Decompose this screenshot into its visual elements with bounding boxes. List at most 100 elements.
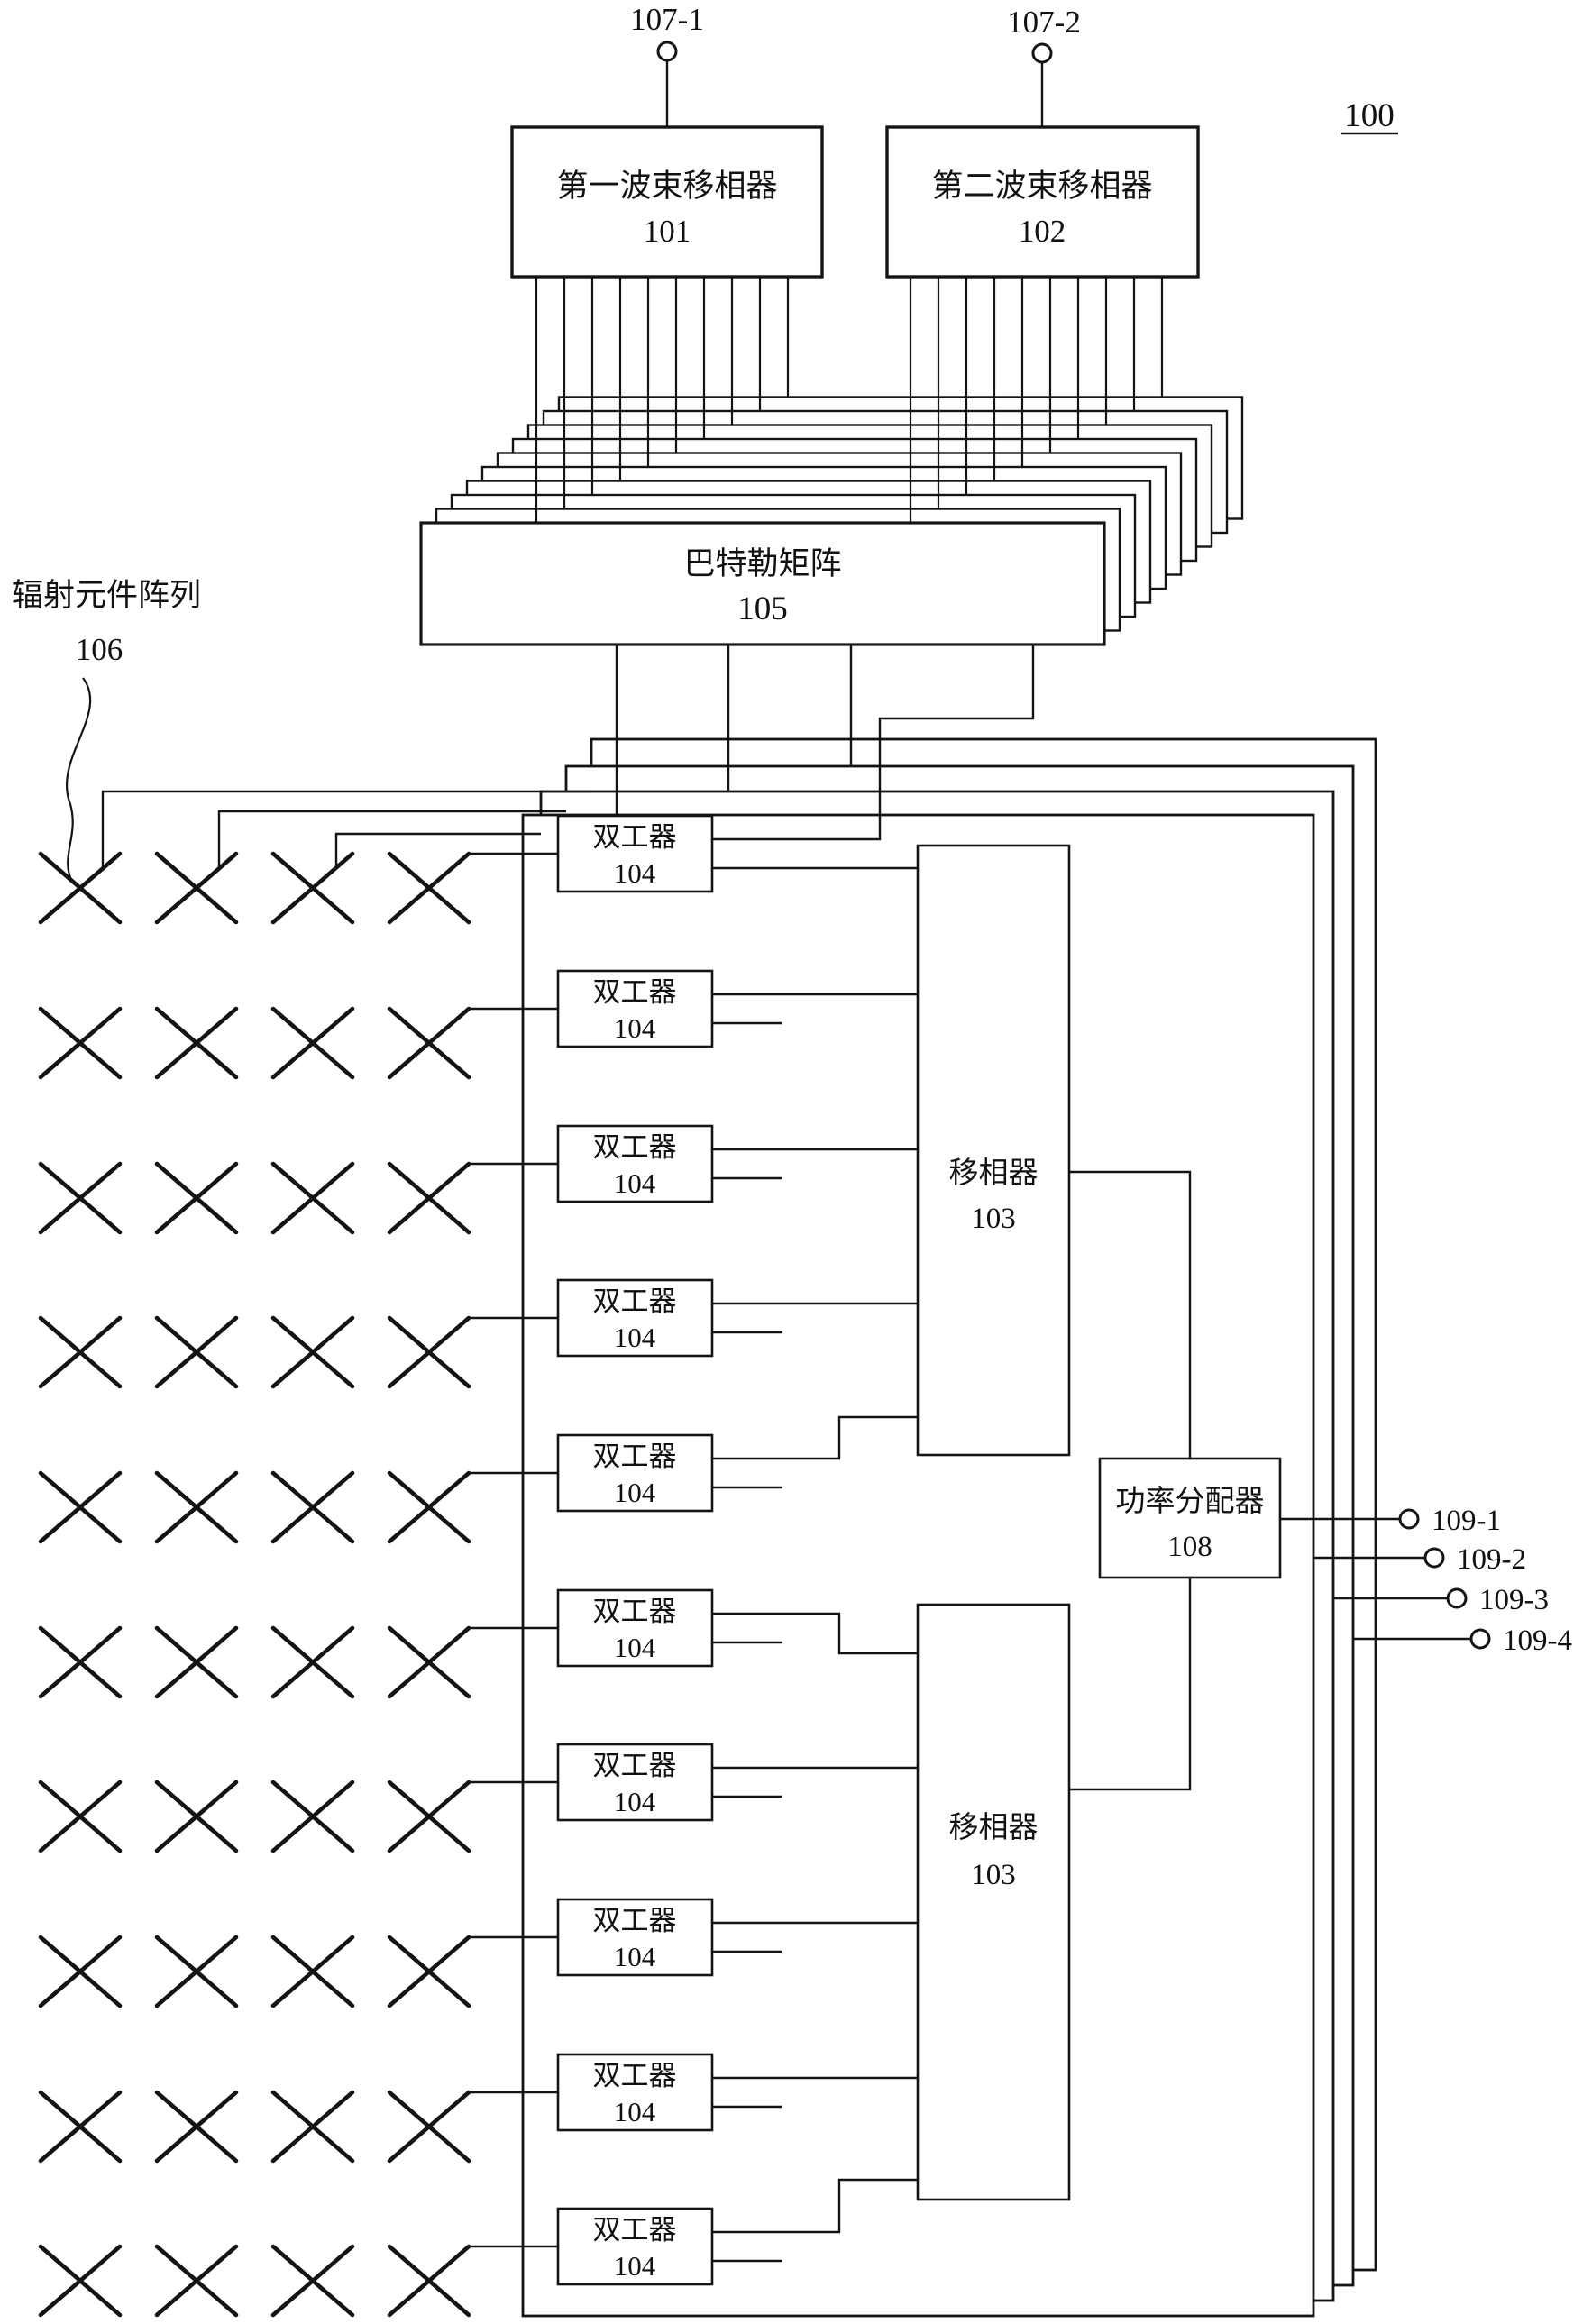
radiating-element-x (38, 1935, 123, 2008)
ps1-to-pd (1069, 1170, 1192, 1459)
duplexer-name: 双工器 (593, 976, 677, 1008)
antenna-bus-col3 (334, 832, 541, 867)
radiating-element-x (38, 1625, 123, 1699)
radiating-element-x (387, 2244, 471, 2318)
duplexer-name: 双工器 (593, 1441, 677, 1472)
duplexer-box (556, 1898, 714, 1977)
radiating-element-x (154, 2244, 239, 2318)
radiating-element-x (38, 1315, 123, 1389)
radiating-element-x (270, 2090, 355, 2164)
beam-shifter-1-box (510, 125, 824, 279)
radiating-element-x (38, 1470, 123, 1544)
duplexer-boxes: 双工器 104 双工器 104 双工器 104 双工器 104 双工器 104 双工器 104 双工器 1… (556, 814, 714, 2286)
port-109-1-label: 109-1 (1432, 1505, 1501, 1537)
butler-matrix-name: 巴特勒矩阵 (683, 546, 841, 581)
radiating-element-x (154, 851, 239, 925)
duplexer-box (556, 1588, 714, 1668)
radiating-element-x (387, 1935, 471, 2008)
power-divider-box (1098, 1457, 1282, 1579)
radiating-element-x (270, 1315, 355, 1389)
radiating-element-x (387, 1780, 471, 1853)
duplexer-name: 双工器 (593, 1131, 677, 1163)
labels: 107-1 107-2 100 第一波束移相器 101 第二波束移相器 102 … (12, 2, 1572, 1891)
duplexer-code: 104 (614, 2096, 656, 2127)
figure-ref-label: 100 (1344, 97, 1395, 134)
beam-shifter-output-lines (535, 277, 1164, 523)
radiating-element-x (387, 1625, 471, 1699)
pd-to-ps2 (1069, 1578, 1192, 1791)
radiating-element-x (154, 1315, 239, 1389)
duplexer-wiring (712, 866, 918, 2263)
duplexer-name: 双工器 (593, 1905, 677, 1936)
wiring (65, 61, 1471, 1791)
radiating-element-x (387, 851, 471, 925)
beam-shifter-2-box (885, 125, 1200, 279)
duplexer-code: 104 (614, 857, 656, 889)
radiating-element-x (38, 851, 123, 925)
duplexer-box (556, 2207, 714, 2286)
phase-shifter-2-name: 移相器 (949, 1811, 1039, 1844)
radiating-element-x (270, 1780, 355, 1853)
phase-shifter-1-box (916, 844, 1071, 1457)
phase-shifter-2-code: 103 (971, 1859, 1016, 1891)
radiating-element-x (38, 1161, 123, 1235)
port-109-3-label: 109-3 (1479, 1584, 1549, 1616)
duplexer-box (556, 1433, 714, 1513)
radiating-element-x (154, 1780, 239, 1853)
duplexer-name: 双工器 (593, 1286, 677, 1317)
duplexer-name: 双工器 (593, 1750, 677, 1781)
beam-shifter-2-code: 102 (1019, 214, 1066, 249)
antenna-bus-col1 (101, 790, 591, 867)
beam-shifter-1-name: 第一波束移相器 (556, 169, 777, 204)
radiating-element-x (38, 1006, 123, 1080)
duplexer-code: 104 (614, 1941, 656, 1972)
duplexer-box (556, 1124, 714, 1203)
radiating-array-name: 辐射元件阵列 (12, 578, 201, 613)
duplexer-box (556, 2053, 714, 2132)
duplexer-code: 104 (614, 1012, 656, 1044)
output-terminal-3 (1446, 1587, 1468, 1609)
radiating-element-x (154, 1935, 239, 2008)
butler-matrix-front-box (419, 521, 1106, 646)
duplexer-code: 104 (614, 1632, 656, 1663)
radiating-element-x (387, 1470, 471, 1544)
butler-drop-4-z (712, 645, 1035, 841)
port-107-2-label: 107-2 (1007, 5, 1081, 40)
radiating-element-x (38, 2090, 123, 2164)
duplexer-to-ps-line (712, 2178, 918, 2234)
power-divider-name: 功率分配器 (1116, 1485, 1265, 1518)
phase-shifter-1-name: 移相器 (949, 1157, 1039, 1190)
radiating-element-x (154, 1625, 239, 1699)
duplexer-code: 104 (614, 2250, 656, 2282)
radiating-element-x (270, 1161, 355, 1235)
output-terminal-1 (1398, 1508, 1420, 1530)
antenna-bus-col2 (217, 810, 566, 867)
output-terminal-4 (1469, 1628, 1491, 1650)
radiating-element-x (387, 1006, 471, 1080)
power-divider-code: 108 (1167, 1531, 1212, 1563)
port-107-1-label: 107-1 (630, 2, 704, 37)
duplexer-to-ps-line (712, 1612, 918, 1655)
radiating-element-x (38, 1780, 123, 1853)
phase-shifter-2-box (916, 1603, 1071, 2201)
array-label-leader (65, 677, 92, 883)
radiating-element-x (38, 2244, 123, 2318)
radiating-element-x (387, 1161, 471, 1235)
duplexer-name: 双工器 (593, 2214, 677, 2246)
duplexer-box (556, 1743, 714, 1822)
radiating-element-x (270, 2244, 355, 2318)
radiating-element-x (387, 2090, 471, 2164)
radiating-element-x (154, 1161, 239, 1235)
port-109-4-label: 109-4 (1503, 1624, 1572, 1657)
butler-matrix-code: 105 (737, 590, 788, 627)
duplexer-name: 双工器 (593, 1596, 677, 1627)
radiating-element-x (270, 851, 355, 925)
radiating-element-x (387, 1315, 471, 1389)
duplexer-box (556, 969, 714, 1048)
duplexer-code: 104 (614, 1322, 656, 1353)
duplexer-name: 双工器 (593, 821, 677, 853)
output-terminal-2 (1423, 1547, 1445, 1569)
blocks (510, 125, 1282, 2201)
